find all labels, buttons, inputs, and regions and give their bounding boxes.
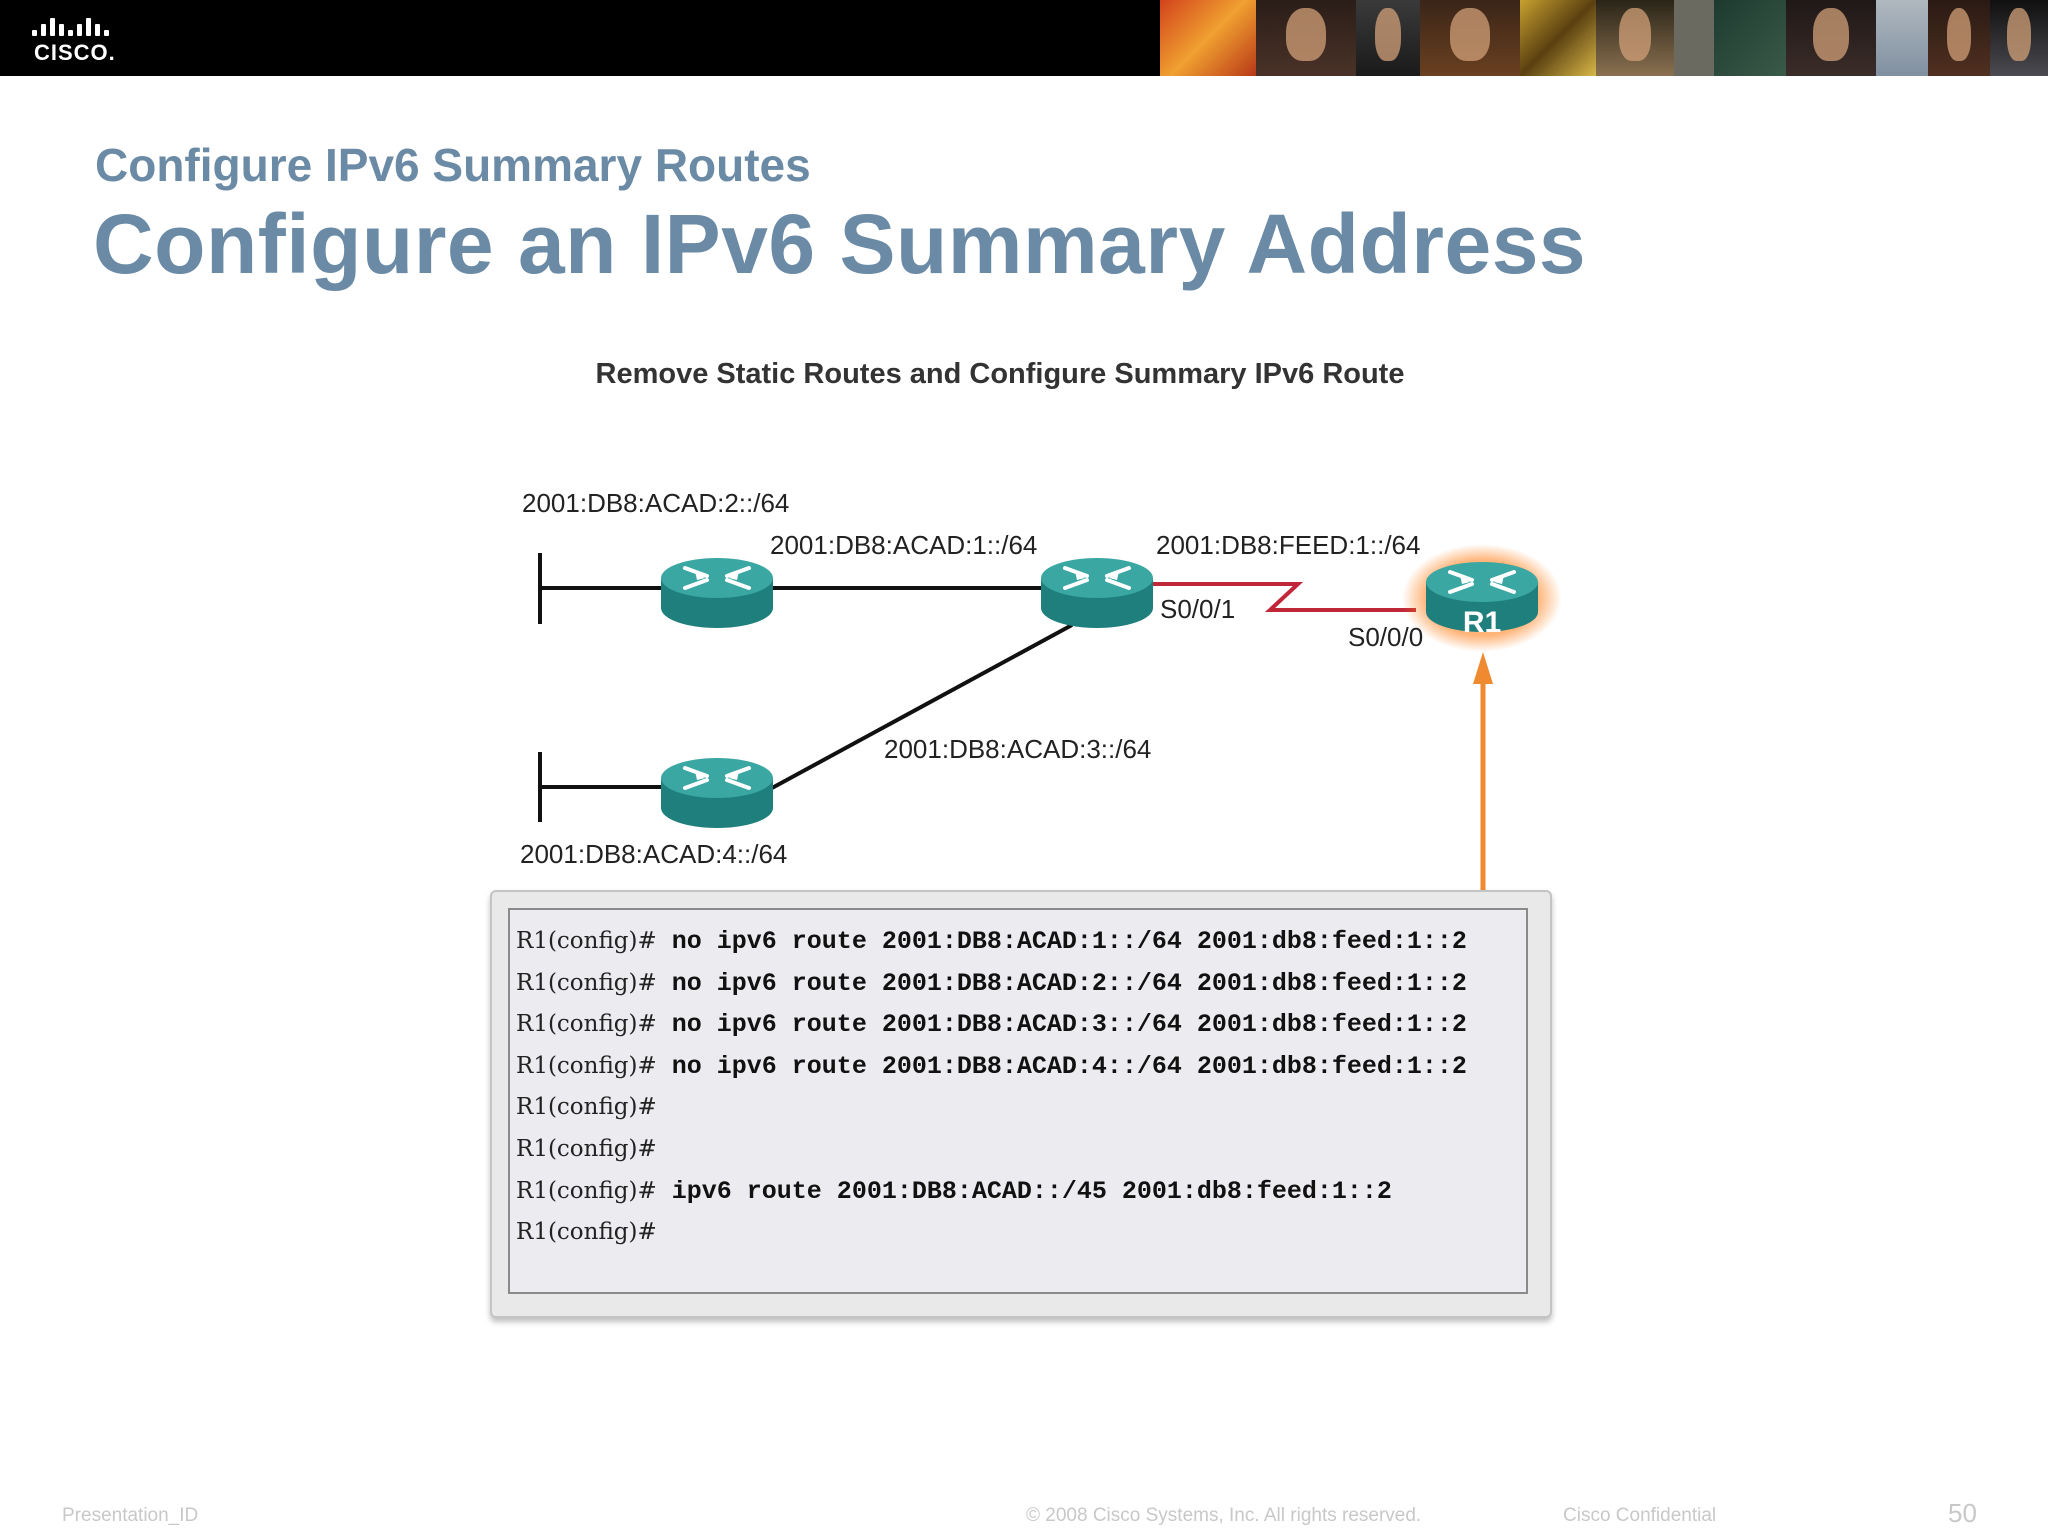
header-photo-strip [1160,0,2048,76]
slide-title: Configure an IPv6 Summary Address [93,197,1587,291]
cisco-logo: CISCO. [24,10,134,66]
cli-line: R1(config)# no ipv6 route 2001:DB8:ACAD:… [516,927,1467,956]
router-top-left-icon [659,556,775,630]
label-s000: S0/0/0 [1348,622,1423,652]
cli-line: R1(config)# no ipv6 route 2001:DB8:ACAD:… [516,1010,1467,1040]
label-acad4: 2001:DB8:ACAD:4::/64 [520,839,787,869]
header-bar: CISCO. [0,0,2048,76]
label-feed1: 2001:DB8:FEED:1::/64 [1156,530,1420,560]
footer-copyright: © 2008 Cisco Systems, Inc. All rights re… [1026,1505,1422,1526]
diagram-caption: Remove Static Routes and Configure Summa… [0,358,2048,391]
r1-label: R1 [1463,606,1501,639]
router-center-icon [1039,556,1155,630]
link-acad3 [771,623,1073,790]
label-acad1: 2001:DB8:ACAD:1::/64 [770,530,1037,560]
cli-line: R1(config)# no ipv6 route 2001:DB8:ACAD:… [516,968,1467,998]
cli-line: R1(config)# ipv6 route 2001:DB8:ACAD::/4… [516,1176,1392,1206]
cli-line: R1(config)# no ipv6 route 2001:DB8:ACAD:… [516,1051,1467,1081]
cli-console: R1(config)# no ipv6 route 2001:DB8:ACAD:… [508,908,1528,1294]
highlight-arrow-head [1473,652,1493,684]
label-acad3: 2001:DB8:ACAD:3::/64 [884,734,1151,764]
page-number: 50 [1948,1498,1977,1528]
label-s001: S0/0/1 [1160,594,1235,624]
diagram-caption-text: Remove Static Routes and Configure Summa… [595,358,1405,390]
footer-confidential: Cisco Confidential [1563,1505,1717,1526]
footer-presentation-id: Presentation_ID [62,1505,199,1526]
cli-output-panel: R1(config)# no ipv6 route 2001:DB8:ACAD:… [490,890,1552,1318]
cli-line: R1(config)# [516,1219,657,1246]
router-bottom-left-icon [659,756,775,830]
label-acad2: 2001:DB8:ACAD:2::/64 [522,488,789,518]
slide-subtitle: Configure IPv6 Summary Routes [95,139,811,191]
serial-link [1152,582,1416,612]
cisco-wordmark: CISCO. [34,40,116,65]
cli-line: R1(config)# [516,1094,657,1121]
cli-line: R1(config)# [516,1135,657,1162]
cisco-bars-icon [30,14,130,36]
